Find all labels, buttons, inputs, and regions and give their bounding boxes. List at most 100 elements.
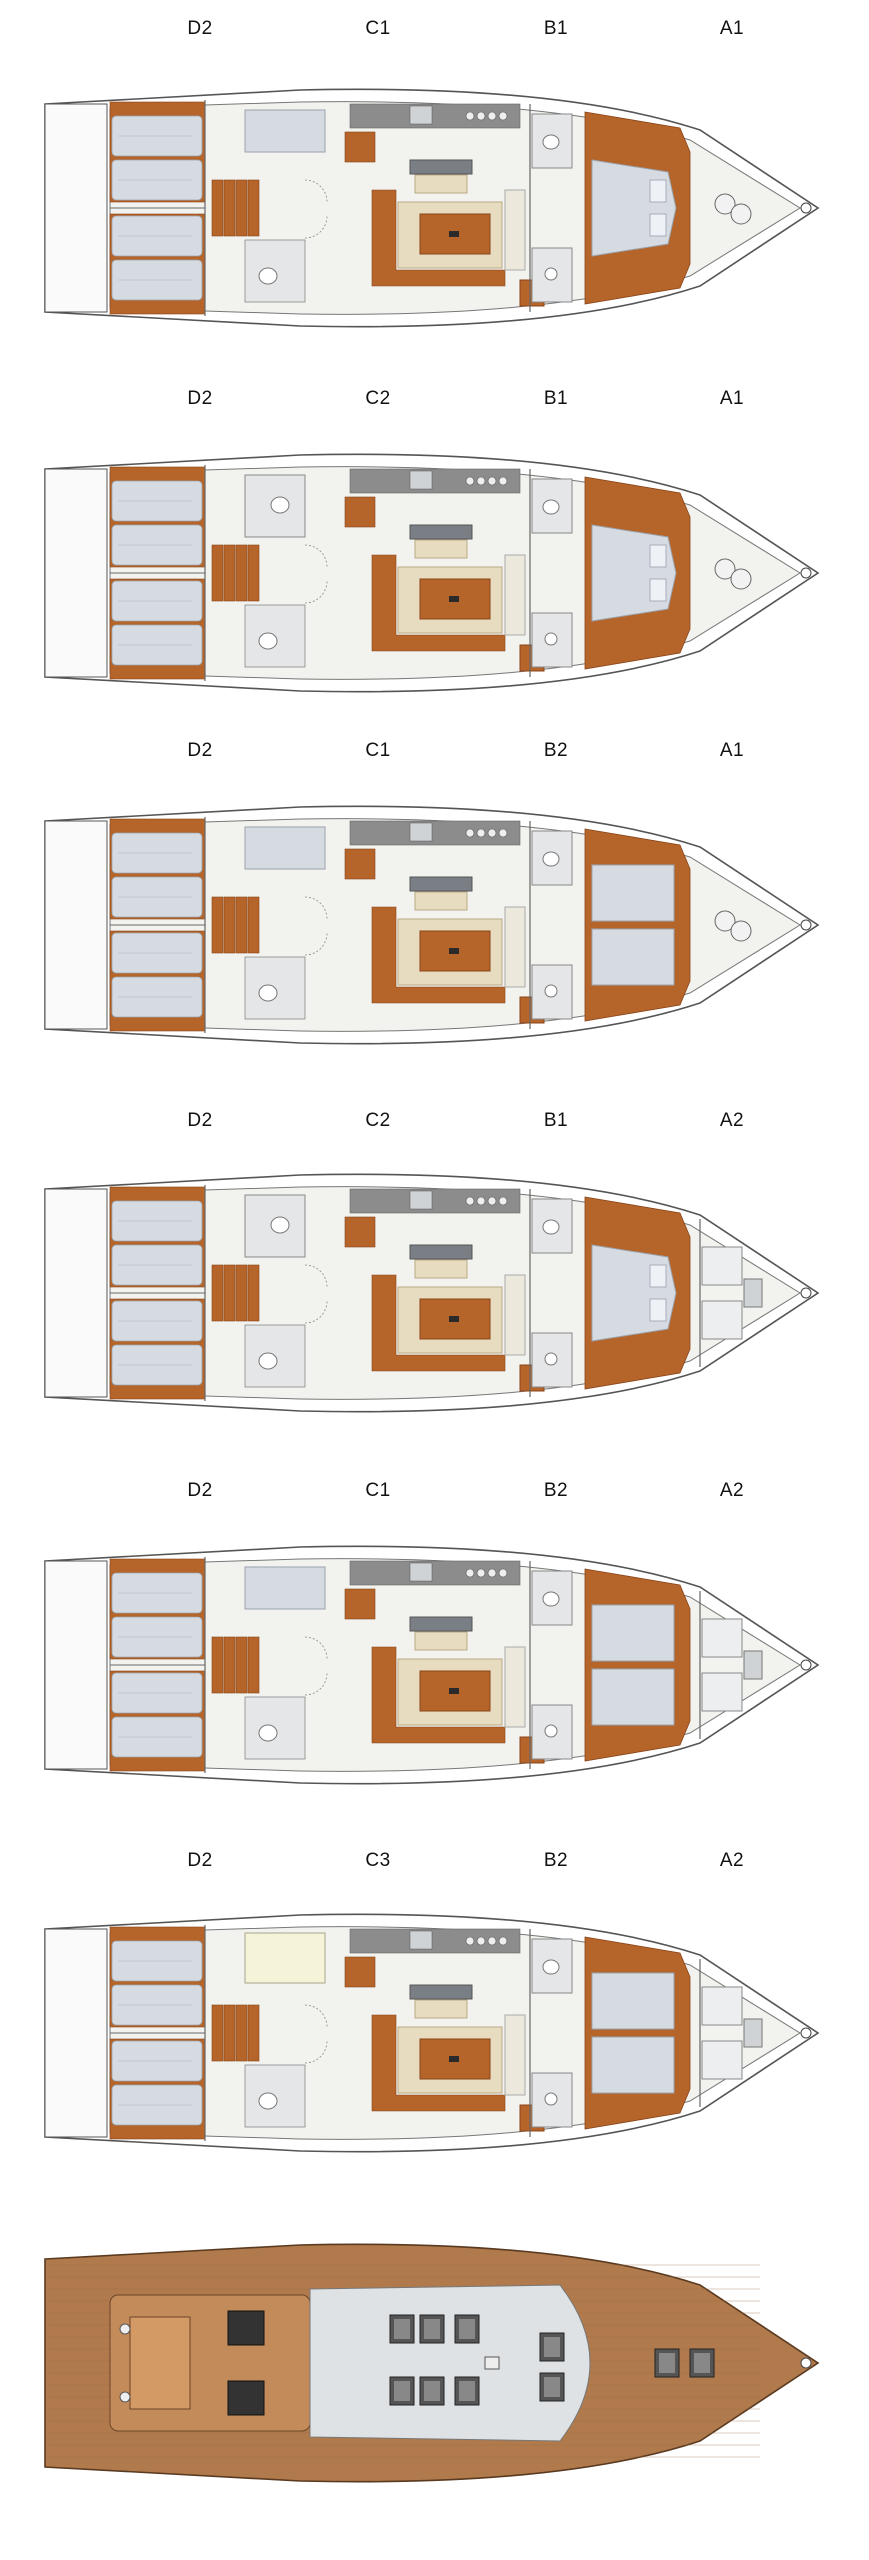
- door-swing: [304, 2004, 328, 2028]
- mast-step: [484, 2356, 500, 2370]
- cabin-label: D2: [187, 1480, 213, 1501]
- anchor-locker: [714, 910, 736, 932]
- pillow: [649, 1264, 667, 1288]
- stove-burner: [476, 828, 486, 838]
- stove-burner: [476, 1568, 486, 1578]
- cabinet: [504, 554, 526, 636]
- galley-joinery: [344, 1588, 376, 1620]
- cabin-label: C2: [365, 1110, 391, 1131]
- cabin-label: D2: [187, 740, 213, 761]
- cabin-label: B1: [543, 388, 569, 409]
- companionway-steps: [211, 2004, 260, 2062]
- door-swing: [304, 1264, 328, 1288]
- door-swing: [304, 580, 328, 604]
- toilet-icon: [258, 267, 278, 285]
- mid-cabin-bunk: [244, 826, 326, 870]
- mid-cabin-bunk: [244, 109, 326, 153]
- bow-fitting: [800, 1287, 812, 1299]
- stove-burner: [465, 111, 475, 121]
- bow-fitting: [800, 202, 812, 214]
- cabin-label: B2: [543, 1480, 569, 1501]
- door-swing: [304, 896, 328, 920]
- layout-plan-2: [44, 453, 820, 693]
- companionway-steps: [211, 544, 260, 602]
- shower-icon: [544, 267, 558, 281]
- shower-icon: [544, 984, 558, 998]
- companionway-steps: [211, 896, 260, 954]
- stove-burner: [487, 1196, 497, 1206]
- bow-crew-cabin: [701, 1672, 743, 1712]
- pillow: [649, 213, 667, 237]
- stove-burner: [487, 1568, 497, 1578]
- toilet-icon: [270, 496, 290, 514]
- cabinet: [504, 2014, 526, 2096]
- pillow: [649, 544, 667, 568]
- sink: [409, 470, 433, 490]
- toilet-icon: [258, 1724, 278, 1742]
- cabinet: [504, 189, 526, 271]
- table-hinge: [449, 948, 459, 954]
- shower-icon: [544, 2092, 558, 2106]
- sink: [409, 105, 433, 125]
- toilet-icon: [542, 1219, 560, 1235]
- crew-sink: [743, 1278, 763, 1308]
- cabin-label: A1: [719, 740, 745, 761]
- fwd-cabin-joinery: [584, 1936, 691, 2130]
- stove-burner: [465, 1196, 475, 1206]
- cockpit-table: [129, 2316, 191, 2410]
- seat-cushion: [414, 1631, 468, 1651]
- winch-icon: [119, 2323, 131, 2335]
- stove-burner: [465, 1936, 475, 1946]
- toilet-icon: [542, 1959, 560, 1975]
- fwd-bunk: [591, 928, 675, 986]
- layout-plan-6: [44, 1913, 820, 2153]
- fwd-bunk: [591, 2036, 675, 2094]
- sink: [409, 822, 433, 842]
- winch-icon: [119, 2391, 131, 2403]
- stove-burner: [498, 1568, 508, 1578]
- sink: [409, 1190, 433, 1210]
- stove-burner: [498, 476, 508, 486]
- door-swing: [304, 179, 328, 203]
- nav-console: [409, 1244, 473, 1260]
- toilet-icon: [542, 851, 560, 867]
- anchor-locker: [730, 920, 752, 942]
- pillow: [649, 578, 667, 602]
- stove-burner: [476, 476, 486, 486]
- swim-platform: [44, 1928, 108, 2138]
- door-swing: [304, 932, 328, 956]
- swim-platform: [44, 1560, 108, 1770]
- layout-plan-3: [44, 805, 820, 1045]
- toilet-icon: [542, 1591, 560, 1607]
- stove-burner: [498, 111, 508, 121]
- layout-plan-4: [44, 1173, 820, 1413]
- stove-burner: [487, 476, 497, 486]
- cabin-label: C2: [365, 388, 391, 409]
- galley-joinery: [344, 1956, 376, 1988]
- nav-console: [409, 524, 473, 540]
- stove-burner: [498, 1936, 508, 1946]
- seat-cushion: [414, 1999, 468, 2019]
- galley-joinery: [344, 131, 376, 163]
- galley-joinery: [344, 496, 376, 528]
- pillow: [649, 1298, 667, 1322]
- cabin-label: D2: [187, 388, 213, 409]
- fwd-cabin-joinery: [584, 1568, 691, 1762]
- island-berth: [591, 1244, 677, 1342]
- stove-burner: [487, 1936, 497, 1946]
- cabin-label: C1: [365, 1480, 391, 1501]
- stove-burner: [465, 1568, 475, 1578]
- door-swing: [304, 1672, 328, 1696]
- bow-crew-cabin: [701, 1986, 743, 2026]
- seat-cushion: [414, 1259, 468, 1279]
- crew-sink: [743, 2018, 763, 2048]
- seat-cushion: [414, 174, 468, 194]
- toilet-icon: [258, 1352, 278, 1370]
- layout-plan-5: [44, 1545, 820, 1785]
- toilet-icon: [258, 984, 278, 1002]
- bow-crew-cabin: [701, 1300, 743, 1340]
- cabin-label: D2: [187, 1110, 213, 1131]
- cabin-label: A2: [719, 1850, 745, 1871]
- cabin-label: D2: [187, 1850, 213, 1871]
- cabin-label: D2: [187, 18, 213, 39]
